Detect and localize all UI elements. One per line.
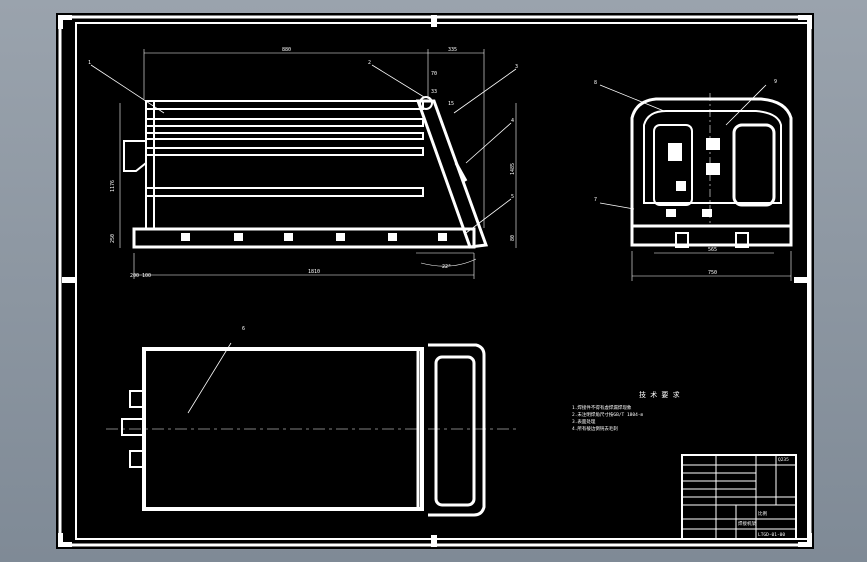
front-bar-3 [145, 132, 424, 140]
front-bar-4 [145, 147, 424, 156]
tech-req-line-4: 4.所有棱边倒钝去毛刺 [572, 425, 618, 432]
title-block-drawing-number: LTGD-01-00 [758, 532, 785, 538]
tech-req-heading: 技 术 要 求 [639, 390, 680, 399]
front-base-rail [132, 227, 476, 249]
front-top-bar [145, 100, 424, 110]
balloon-5: 5 [511, 194, 514, 200]
front-bar-2 [145, 118, 424, 127]
dim-front-right-bottom: 80 [510, 235, 516, 241]
dim-side-inner-width: 565 [708, 247, 717, 253]
balloon-3: 3 [515, 64, 518, 70]
dim-front-bottom-left-2: 100 [142, 273, 151, 279]
front-bar-5 [145, 187, 424, 197]
tech-req-line-2: 2.未注明焊角尺寸按GB/T 1804-m [572, 411, 644, 418]
balloon-1: 1 [88, 60, 91, 66]
top-view [106, 342, 516, 517]
balloon-2: 2 [368, 60, 371, 66]
title-block-part-name: 焊接机架 [738, 520, 756, 527]
dim-front-bottom-length: 1810 [308, 269, 320, 275]
dim-front-top-width: 880 [282, 47, 291, 53]
title-block [681, 454, 797, 540]
balloon-6: 6 [242, 326, 245, 332]
dim-front-angle: 22° [442, 264, 451, 270]
side-view [599, 84, 793, 281]
front-inclined-member [415, 99, 489, 249]
dim-side-total-width: 750 [708, 270, 717, 276]
front-left-bracket [123, 140, 147, 172]
side-outline [630, 97, 793, 247]
technical-requirements: 技 术 要 求 1.焊接件不得有虚焊漏焊现象 2.未注明焊角尺寸按GB/T 18… [572, 390, 680, 432]
dim-front-left-height: 1176 [110, 180, 116, 192]
balloon-9: 9 [774, 79, 777, 85]
tech-req-line-1: 1.焊接件不得有虚焊漏焊现象 [572, 404, 632, 411]
dim-front-bottom-left-1: 200 [130, 273, 139, 279]
dim-front-top-right: 335 [448, 47, 457, 53]
balloon-7: 7 [594, 197, 597, 203]
dim-front-small-2: 33 [431, 89, 437, 95]
tech-req-line-3: 3.表面处理 [572, 418, 596, 425]
balloon-8: 8 [594, 80, 597, 86]
drawing-canvas: 880 335 70 33 15 1176 250 1485 80 1810 2… [58, 15, 812, 547]
title-block-scale: 比例 [758, 510, 767, 517]
balloon-4: 4 [511, 118, 514, 124]
dim-front-small-3: 15 [448, 101, 454, 107]
title-block-material: Q235 [778, 457, 789, 463]
drawing-sheet: 880 335 70 33 15 1176 250 1485 80 1810 2… [56, 13, 814, 549]
corner-markers [58, 15, 812, 547]
front-view [90, 49, 517, 279]
dim-front-small-1: 70 [431, 71, 437, 77]
dim-front-left-bottom: 250 [110, 234, 116, 243]
dim-front-right-height: 1485 [510, 163, 516, 175]
front-left-post [145, 100, 155, 230]
